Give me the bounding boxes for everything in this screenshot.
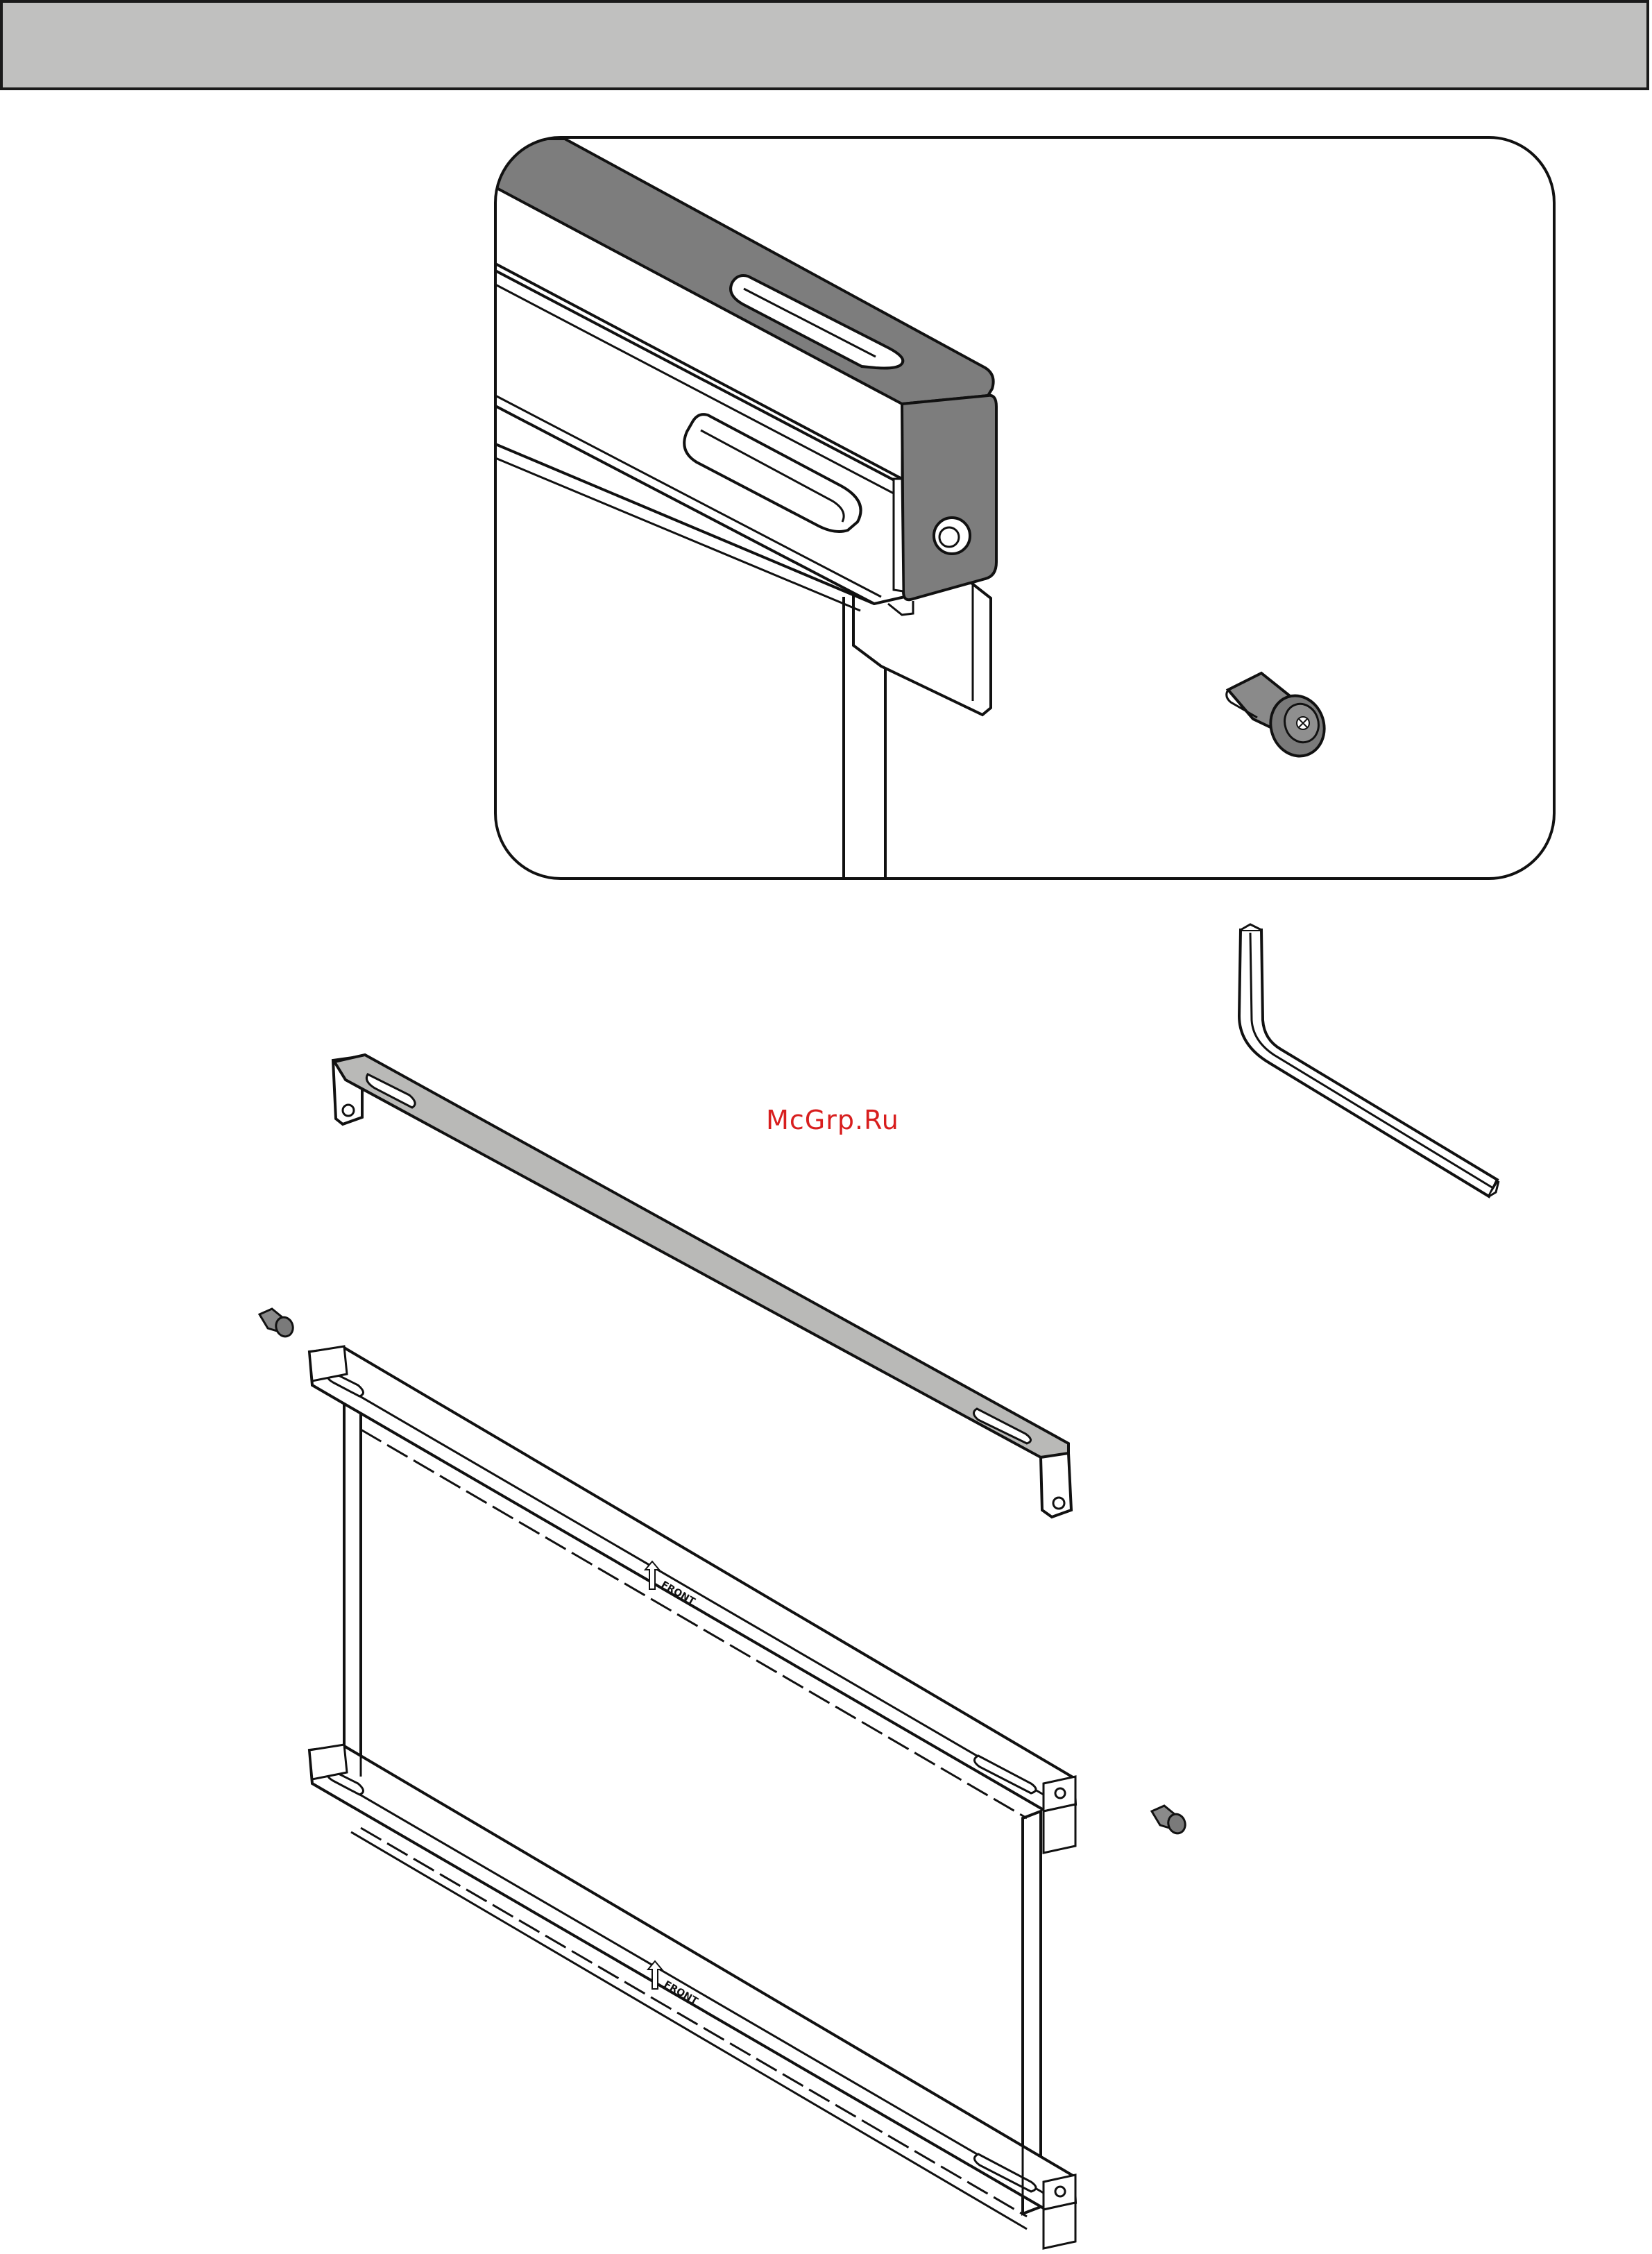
upper-cross-bar: FRONT (309, 1346, 1075, 1853)
bolt-detail-icon (1227, 673, 1332, 763)
detail-callout (495, 137, 1554, 879)
hex-key-icon (1239, 924, 1499, 1196)
watermark: McGrp.Ru (722, 1105, 944, 1135)
lower-cross-bar: FRONT (309, 1745, 1075, 2248)
bracket-end-cap (894, 396, 996, 600)
bolt-right-icon (1152, 1806, 1188, 1836)
bolt-left-icon (259, 1309, 296, 1339)
mounting-frame: FRONT FRONT (309, 1346, 1075, 2248)
